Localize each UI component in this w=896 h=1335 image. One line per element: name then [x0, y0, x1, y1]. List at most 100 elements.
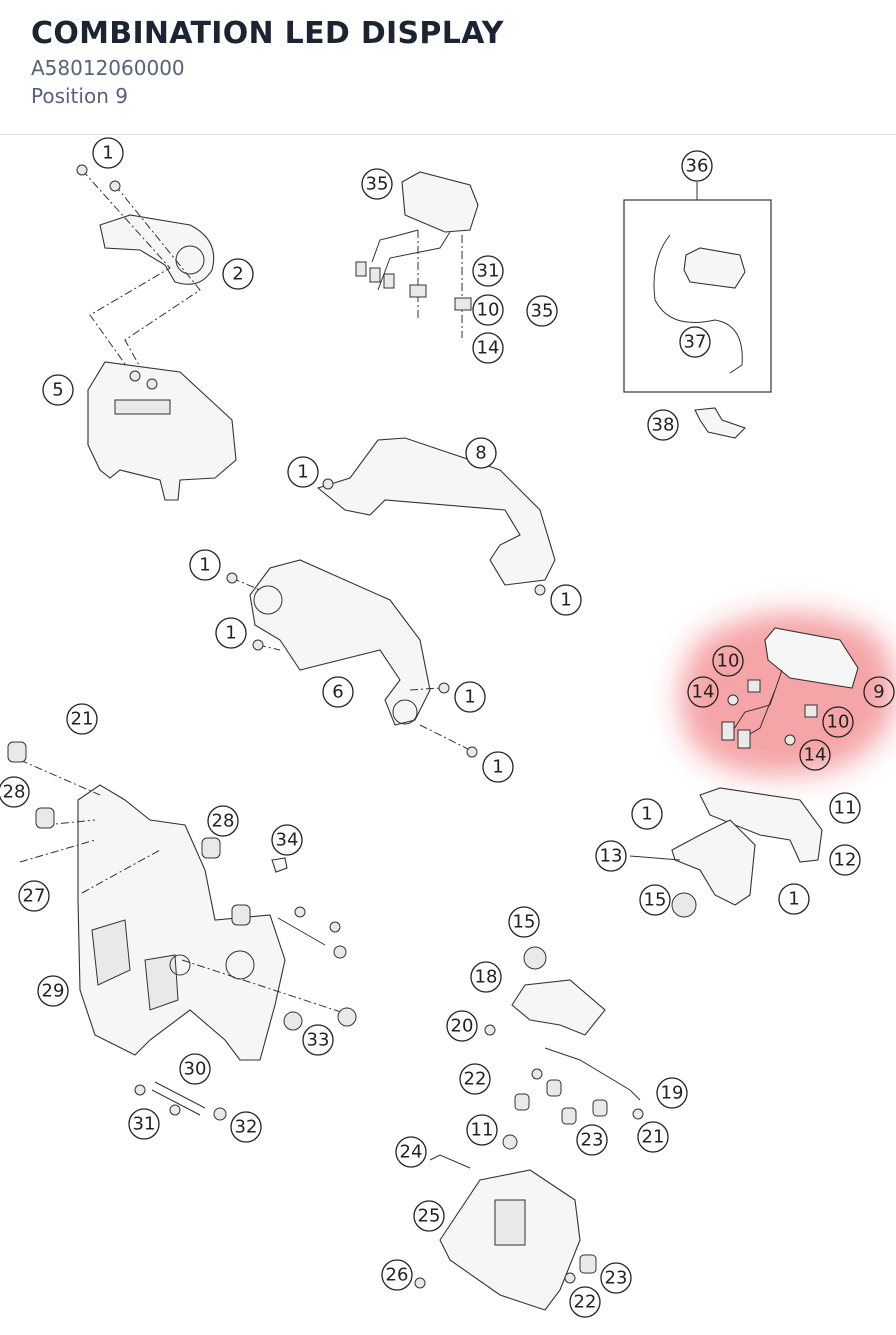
- callout-25[interactable]: 25: [413, 1200, 445, 1232]
- svg-text:14: 14: [477, 338, 500, 359]
- svg-text:34: 34: [276, 830, 299, 851]
- part-number: A58012060000: [31, 56, 185, 80]
- callout-32[interactable]: 32: [230, 1111, 262, 1143]
- callout-20[interactable]: 20: [446, 1010, 478, 1042]
- callout-14[interactable]: 14: [472, 332, 504, 364]
- callout-31[interactable]: 31: [472, 255, 504, 287]
- callout-31[interactable]: 31: [128, 1108, 160, 1140]
- callout-28[interactable]: 28: [207, 805, 239, 837]
- callout-21[interactable]: 21: [637, 1121, 669, 1153]
- callout-11[interactable]: 11: [829, 792, 861, 824]
- svg-text:10: 10: [477, 300, 500, 321]
- svg-text:36: 36: [686, 156, 709, 177]
- position-label: Position 9: [31, 84, 128, 108]
- callout-34[interactable]: 34: [271, 824, 303, 856]
- callout-10[interactable]: 10: [472, 294, 504, 326]
- callout-30[interactable]: 30: [179, 1053, 211, 1085]
- callout-35[interactable]: 35: [526, 295, 558, 327]
- callout-9[interactable]: 9: [863, 676, 895, 708]
- svg-text:37: 37: [684, 332, 707, 353]
- callout-36[interactable]: 36: [681, 150, 713, 182]
- svg-text:1: 1: [199, 555, 210, 576]
- callout-11[interactable]: 11: [466, 1114, 498, 1146]
- svg-text:15: 15: [513, 912, 536, 933]
- svg-text:1: 1: [788, 889, 799, 910]
- svg-text:21: 21: [71, 709, 94, 730]
- svg-text:14: 14: [692, 682, 715, 703]
- svg-text:20: 20: [451, 1016, 474, 1037]
- callout-10[interactable]: 10: [822, 706, 854, 738]
- svg-text:31: 31: [477, 261, 500, 282]
- callout-1[interactable]: 1: [287, 456, 319, 488]
- callout-1[interactable]: 1: [482, 751, 514, 783]
- page-header: COMBINATION LED DISPLAY A58012060000 Pos…: [0, 0, 896, 135]
- callout-27[interactable]: 27: [18, 880, 50, 912]
- svg-text:28: 28: [3, 782, 26, 803]
- svg-text:1: 1: [464, 687, 475, 708]
- callout-1[interactable]: 1: [215, 617, 247, 649]
- svg-text:31: 31: [133, 1114, 156, 1135]
- svg-text:6: 6: [332, 682, 343, 703]
- svg-text:30: 30: [184, 1059, 207, 1080]
- callout-22[interactable]: 22: [459, 1063, 491, 1095]
- callout-15[interactable]: 15: [639, 884, 671, 916]
- callout-33[interactable]: 33: [302, 1024, 334, 1056]
- svg-text:38: 38: [652, 415, 675, 436]
- callout-28[interactable]: 28: [0, 776, 30, 808]
- callout-2[interactable]: 2: [222, 258, 254, 290]
- svg-text:35: 35: [531, 301, 554, 322]
- parts-artwork: [7, 164, 859, 1311]
- svg-text:25: 25: [418, 1206, 441, 1227]
- svg-text:11: 11: [834, 798, 857, 819]
- callout-6[interactable]: 6: [322, 676, 354, 708]
- callout-1[interactable]: 1: [454, 681, 486, 713]
- svg-text:19: 19: [661, 1083, 684, 1104]
- callout-5[interactable]: 5: [42, 374, 74, 406]
- callout-14[interactable]: 14: [799, 739, 831, 771]
- callout-1[interactable]: 1: [189, 549, 221, 581]
- callout-13[interactable]: 13: [595, 840, 627, 872]
- callout-1[interactable]: 1: [550, 584, 582, 616]
- svg-text:22: 22: [574, 1292, 597, 1313]
- svg-text:23: 23: [581, 1130, 604, 1151]
- svg-text:15: 15: [644, 890, 667, 911]
- callout-19[interactable]: 19: [656, 1077, 688, 1109]
- callout-26[interactable]: 26: [381, 1259, 413, 1291]
- svg-text:10: 10: [827, 712, 850, 733]
- callout-12[interactable]: 12: [829, 844, 861, 876]
- callout-22[interactable]: 22: [569, 1286, 601, 1318]
- callout-14[interactable]: 14: [687, 676, 719, 708]
- svg-text:13: 13: [600, 846, 623, 867]
- callout-23[interactable]: 23: [600, 1262, 632, 1294]
- svg-text:10: 10: [717, 651, 740, 672]
- svg-text:14: 14: [804, 745, 827, 766]
- svg-text:1: 1: [560, 590, 571, 611]
- callout-1[interactable]: 1: [778, 883, 810, 915]
- callout-37[interactable]: 37: [679, 326, 711, 358]
- callout-1[interactable]: 1: [631, 798, 663, 830]
- svg-text:26: 26: [386, 1265, 409, 1286]
- callout-23[interactable]: 23: [576, 1124, 608, 1156]
- svg-text:33: 33: [307, 1030, 330, 1051]
- exploded-parts-diagram: 1 2 5 35 31 10 14 35 36 37 38 8 1 1 1 1 …: [0, 137, 896, 1318]
- callout-10[interactable]: 10: [712, 645, 744, 677]
- svg-text:2: 2: [232, 264, 243, 285]
- callout-38[interactable]: 38: [647, 409, 679, 441]
- page-title: COMBINATION LED DISPLAY: [31, 16, 504, 51]
- callout-1[interactable]: 1: [92, 137, 124, 169]
- callout-29[interactable]: 29: [37, 975, 69, 1007]
- callout-24[interactable]: 24: [395, 1136, 427, 1168]
- svg-text:8: 8: [475, 443, 486, 464]
- callout-15[interactable]: 15: [508, 906, 540, 938]
- svg-text:32: 32: [235, 1117, 258, 1138]
- svg-text:28: 28: [212, 811, 235, 832]
- callout-18[interactable]: 18: [470, 961, 502, 993]
- callout-8[interactable]: 8: [465, 437, 497, 469]
- svg-text:9: 9: [873, 682, 884, 703]
- callout-21[interactable]: 21: [66, 703, 98, 735]
- svg-text:27: 27: [23, 886, 46, 907]
- svg-text:21: 21: [642, 1127, 665, 1148]
- svg-text:11: 11: [471, 1120, 494, 1141]
- callout-35[interactable]: 35: [361, 168, 393, 200]
- svg-text:1: 1: [492, 757, 503, 778]
